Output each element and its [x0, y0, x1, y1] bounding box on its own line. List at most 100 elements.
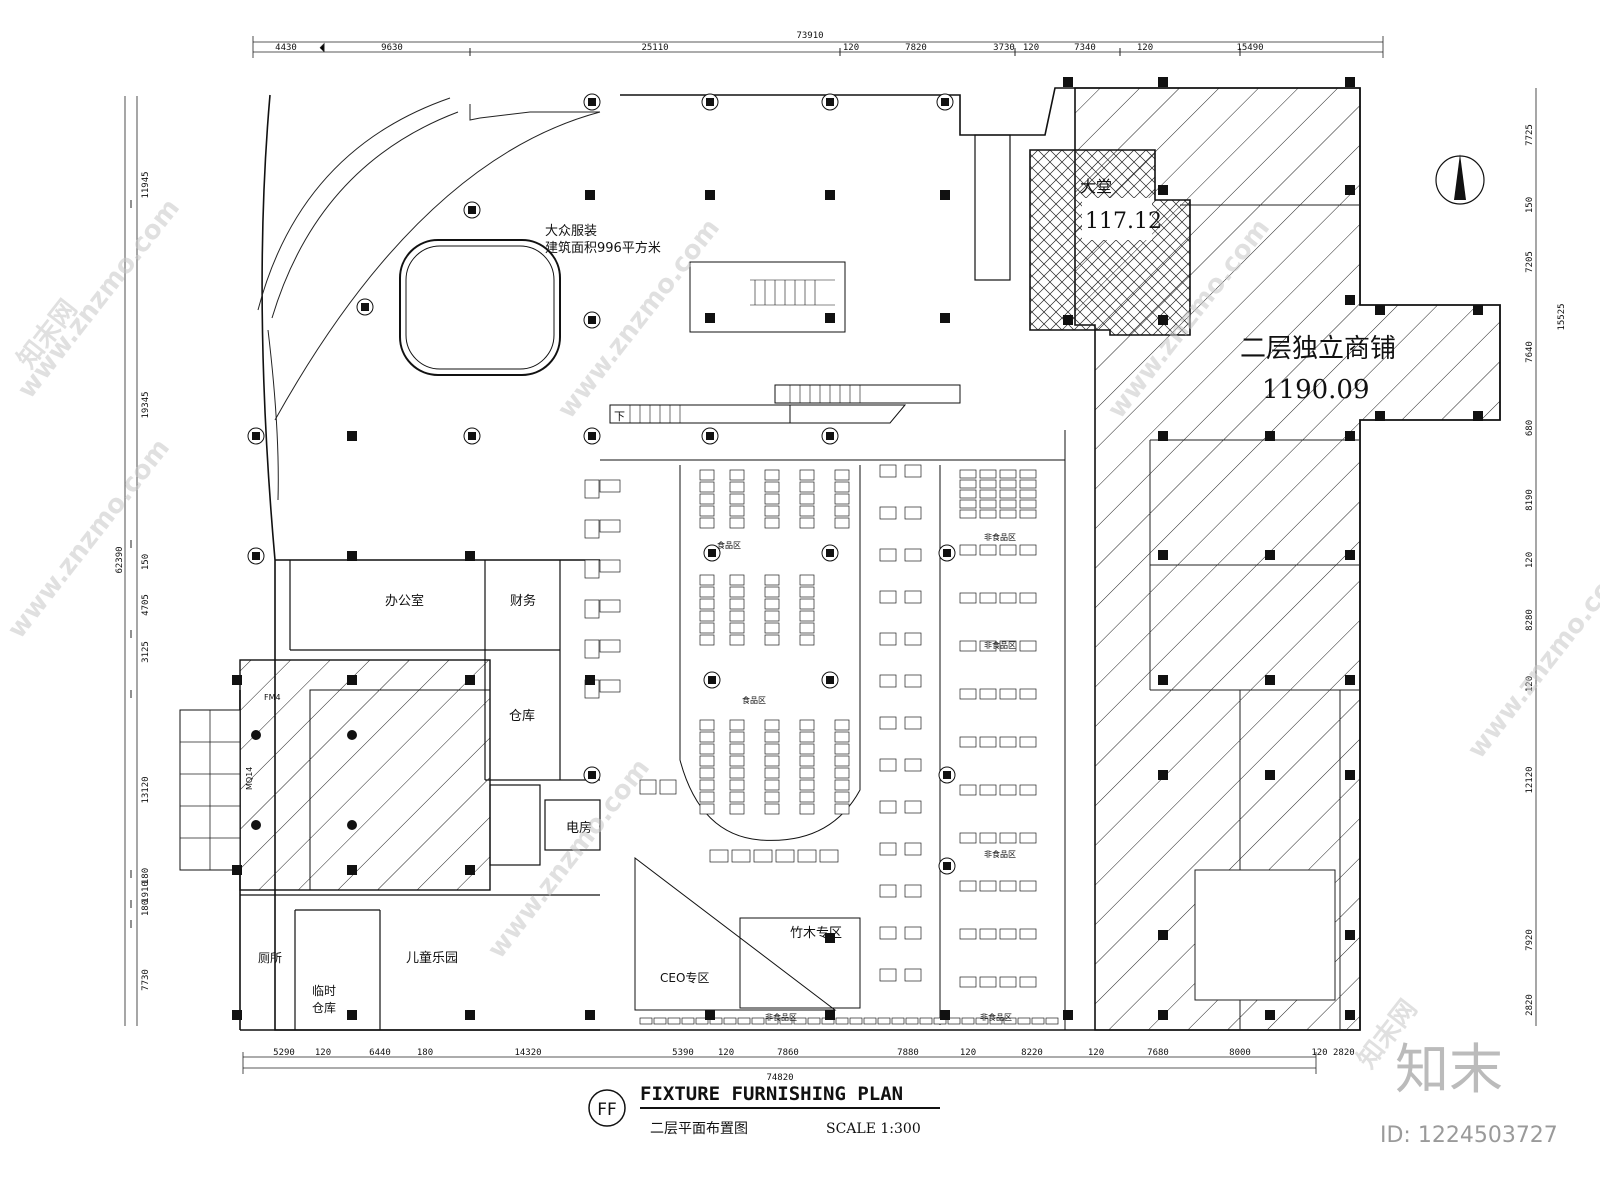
label-bamboo: 竹木专区: [790, 926, 842, 941]
dim-right-10: 12120: [1525, 766, 1535, 793]
dim-right-6: 8190: [1525, 489, 1535, 511]
label-food-2: 食品区: [742, 695, 766, 705]
dim-left-7: 1910: [141, 881, 151, 903]
dim-bottom-12: 7680: [1147, 1048, 1169, 1058]
label-door-mq: MQ14: [245, 767, 254, 790]
dim-bottom-4: 14320: [514, 1048, 541, 1058]
dim-top-7: 7340: [1074, 43, 1096, 53]
dim-top-4: 7820: [905, 43, 927, 53]
label-temp-storage-2: 仓库: [312, 1000, 336, 1015]
dimension-lines: [124, 36, 1537, 1074]
dim-left-9: 7730: [141, 969, 151, 991]
label-escalator-down: 下: [614, 410, 625, 423]
dimension-ticks: [130, 42, 1241, 928]
label-nonfood-2: 非食品区: [984, 640, 1016, 650]
label-apparel-area: 建筑面积996平方米: [545, 240, 661, 256]
dim-top-5: 3730: [993, 43, 1015, 53]
dim-bottom-total: 74820: [766, 1073, 793, 1083]
dim-bottom-9: 120: [960, 1048, 976, 1058]
label-shop: 二层独立商铺: [1240, 334, 1396, 364]
label-office: 办公室: [385, 593, 424, 609]
interior-walls: [240, 134, 1011, 1030]
atrium-void: [399, 239, 561, 376]
dim-bottom-0: 5290: [273, 1048, 295, 1058]
label-kids: 儿童乐园: [406, 950, 458, 966]
title-scale: SCALE 1:300: [826, 1121, 921, 1137]
escalators: [609, 384, 961, 424]
watermark-site-1: www.znzmo.com: [12, 193, 186, 404]
dim-bottom-11: 120: [1088, 1048, 1104, 1058]
label-toilet: 厕所: [258, 951, 282, 965]
label-lobby: 大堂: [1080, 177, 1112, 196]
label-nonfood-4: 非食品区: [765, 1012, 797, 1022]
curved-facade: [257, 97, 601, 501]
lower-left-hatched: [179, 659, 491, 891]
label-nonfood-1: 非食品区: [984, 532, 1016, 542]
dim-left-8: 180: [141, 900, 151, 916]
dim-right-9: 120: [1525, 676, 1535, 692]
dim-right-12: 2820: [1525, 994, 1535, 1016]
dim-left-4: 3125: [141, 641, 151, 663]
structural-columns: [232, 77, 1483, 1020]
dim-bottom-14: 120 2820: [1311, 1048, 1354, 1058]
title-badge-circle: [588, 1089, 626, 1127]
bottom-dimension-labels: 74820 5290 120 6440 180 14320 5390 120 7…: [273, 1048, 1355, 1083]
label-lobby-area: 117.12: [1085, 209, 1162, 234]
label-food-1: 食品区: [717, 540, 741, 550]
dim-bottom-7: 7860: [777, 1048, 799, 1058]
label-ceo: CEO专区: [660, 970, 709, 985]
label-temp-storage-1: 临时: [312, 984, 336, 998]
dim-left-3: 4705: [141, 594, 151, 616]
dim-left-1: 19345: [141, 391, 151, 418]
dim-left-2: 150: [141, 554, 151, 570]
dim-top-6: 120: [1023, 43, 1039, 53]
top-dimension-labels: 73910 4430 9630 25110 120 7820 3730 120 …: [275, 31, 1263, 53]
dim-left-0: 11945: [141, 171, 151, 198]
lobby-region: [1029, 149, 1191, 336]
round-columns: [247, 93, 956, 875]
dim-right-4: 7640: [1525, 341, 1535, 363]
dim-right-3: 15525: [1557, 303, 1567, 330]
label-nonfood-5: 非食品区: [980, 1012, 1012, 1022]
title-block: FF FIXTURE FURNISHING PLAN 二层平面布置图 SCALE…: [588, 1083, 940, 1137]
dim-top-2: 25110: [641, 43, 668, 53]
label-shop-area: 1190.09: [1262, 375, 1370, 405]
dim-bottom-13: 8000: [1229, 1048, 1251, 1058]
stair-core: [689, 261, 846, 333]
dim-bottom-6: 120: [718, 1048, 734, 1058]
title-sub: 二层平面布置图: [650, 1121, 748, 1137]
shelving-racks: [584, 464, 1059, 1025]
watermark-logo: 知末: [1395, 1038, 1503, 1101]
dim-right-0: 7725: [1525, 124, 1535, 146]
dim-bottom-1: 120: [315, 1048, 331, 1058]
dim-left-5: 13120: [141, 776, 151, 803]
title-main: FIXTURE FURNISHING PLAN: [640, 1083, 903, 1105]
dim-top-0: 4430: [275, 43, 297, 53]
label-electric: 电房: [566, 820, 592, 836]
label-finance: 财务: [510, 593, 536, 609]
dim-bottom-10: 8220: [1021, 1048, 1043, 1058]
dim-right-8: 8280: [1525, 609, 1535, 631]
dim-left-6: 180: [141, 868, 151, 884]
dim-right-2: 7205: [1525, 251, 1535, 273]
dim-right-1: 150: [1525, 197, 1535, 213]
watermark-site-5: www.znzmo.com: [1462, 553, 1600, 764]
dim-top-1: 9630: [381, 43, 403, 53]
dim-top-3: 120: [843, 43, 859, 53]
label-nonfood-3: 非食品区: [984, 849, 1016, 859]
dim-left-total: 62390: [115, 546, 125, 573]
dim-bottom-8: 7880: [897, 1048, 919, 1058]
right-dimension-labels: 7725 150 7205 15525 7640 680 8190 120 82…: [1525, 124, 1567, 1016]
dim-top-9: 15490: [1236, 43, 1263, 53]
north-arrow-icon: [1435, 154, 1485, 205]
label-door-fm: FM4: [264, 693, 281, 702]
dim-right-5: 680: [1525, 420, 1535, 436]
left-dimension-labels: 62390 11945 19345 150 4705 3125 13120 18…: [115, 171, 151, 990]
label-apparel: 大众服装: [545, 224, 597, 239]
dim-bottom-2: 6440: [369, 1048, 391, 1058]
watermark-id: ID: 1224503727: [1380, 1123, 1558, 1148]
dim-bottom-3: 180: [417, 1048, 433, 1058]
dim-right-7: 120: [1525, 552, 1535, 568]
dim-bottom-5: 5390: [672, 1048, 694, 1058]
